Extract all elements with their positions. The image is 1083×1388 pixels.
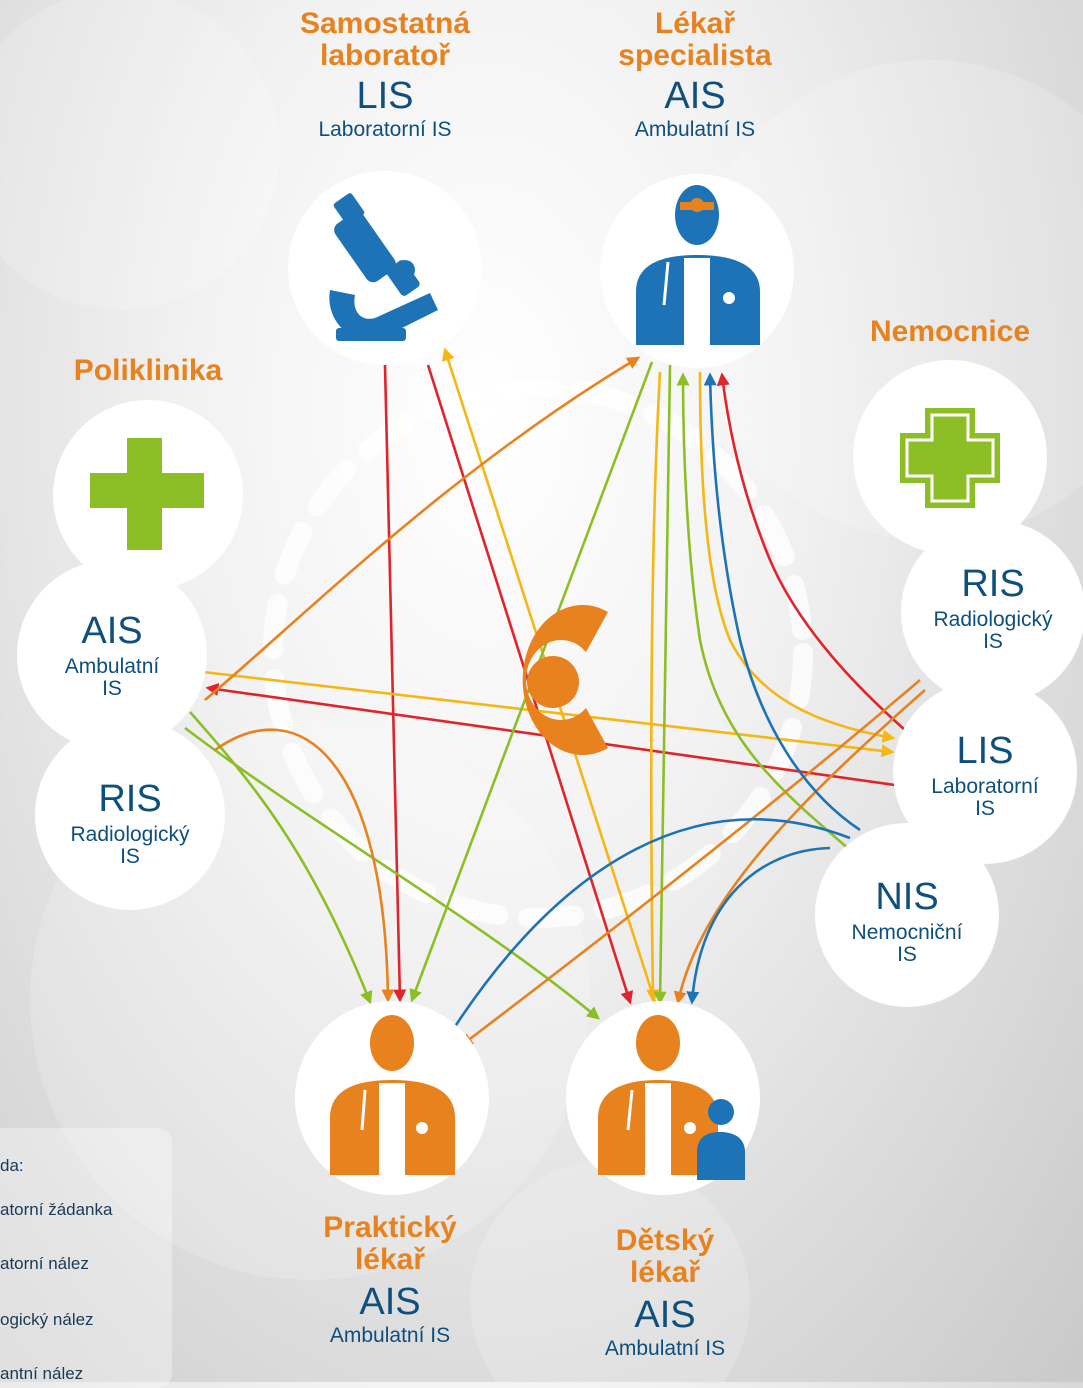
pediatrician-system: AIS — [634, 1294, 696, 1336]
specialist-label: Lékař specialista AIS Ambulatní IS — [580, 8, 810, 141]
arrow-red — [383, 364, 407, 1003]
polyclinic-ris-label: RIS Radiologický IS — [40, 778, 220, 868]
pediatrician-label: Dětský lékař AIS Ambulatní IS — [555, 1225, 775, 1360]
polyclinic-ais-system: AIS — [81, 610, 143, 652]
pediatrician-title-line1: Dětský — [615, 1224, 715, 1257]
hospital-ris-system: RIS — [961, 563, 1025, 605]
central-logo — [522, 605, 608, 755]
gp-title-line2: lékař — [354, 1242, 426, 1276]
laboratory-title-line1: Samostatná — [299, 7, 471, 40]
laboratory-system: LIS — [356, 75, 414, 117]
polyclinic-title: Poliklinika — [73, 354, 223, 387]
polyclinic-ais-circle — [17, 560, 207, 750]
hospital-cross-icon — [900, 408, 1000, 508]
pediatrician-title-line2: lékař — [629, 1255, 701, 1289]
arrow-orange — [459, 679, 921, 1047]
arrow-green — [184, 726, 601, 1020]
hospital-ris-circle — [901, 520, 1083, 704]
general-practitioner-icon — [330, 1015, 455, 1175]
hospital-nis-circle — [815, 823, 999, 1007]
arrow-green — [676, 372, 851, 851]
arrow-blue — [686, 846, 831, 1005]
gp-system: AIS — [359, 1281, 421, 1323]
arrow-yellow — [646, 371, 662, 1003]
hospital-lis-desc2: IS — [975, 796, 995, 820]
arrow-green — [189, 711, 373, 1005]
polyclinic-ris-system: RIS — [98, 778, 162, 820]
laboratory-label: Samostatná laboratoř LIS Laboratorní IS — [270, 8, 500, 141]
arrow-green — [653, 364, 672, 1005]
arrow-orange — [204, 356, 641, 701]
specialist-title-line1: Lékař — [654, 7, 736, 40]
pediatrician-icon — [598, 1015, 745, 1180]
specialist-system-desc: Ambulatní IS — [634, 117, 756, 141]
doctor-specialist-icon — [636, 185, 760, 345]
legend-item: atorní žádanka — [0, 1200, 113, 1219]
legend-title: da: — [0, 1156, 24, 1175]
specialist-title-line2: specialista — [618, 38, 772, 72]
polyclinic-cross-icon — [90, 438, 204, 550]
hospital-lis-label: LIS Laboratorní IS — [895, 730, 1075, 820]
gp-title-line1: Praktický — [323, 1211, 457, 1244]
hospital-nis-desc2: IS — [897, 942, 917, 966]
specialist-system: AIS — [664, 75, 726, 117]
hospital-lis-circle — [893, 680, 1077, 864]
arrow-orange — [673, 689, 926, 1005]
arrow-red — [716, 372, 906, 731]
hospital-lis-system: LIS — [956, 730, 1014, 772]
hospital-ris-label: RIS Radiologický IS — [903, 563, 1083, 653]
hospital-nis-label: NIS Nemocniční IS — [817, 876, 997, 966]
polyclinic-ris-desc1: Radiologický — [70, 822, 190, 846]
dashed-ring — [263, 378, 813, 928]
legend: da: atorní žádanka atorní nález ogický n… — [0, 1128, 172, 1388]
laboratory-system-desc: Laboratorní IS — [318, 117, 452, 141]
laboratory-title-line2: laboratoř — [319, 38, 451, 72]
legend-item: ogický nález — [0, 1310, 94, 1329]
gp-system-desc: Ambulatní IS — [329, 1323, 451, 1347]
polyclinic-ais-desc1: Ambulatní — [64, 654, 160, 678]
arrow-orange — [214, 728, 395, 1003]
arrow-blue — [443, 818, 851, 1045]
pediatrician-system-desc: Ambulatní IS — [604, 1336, 726, 1360]
hospital-nis-system: NIS — [875, 876, 939, 918]
gp-label: Praktický lékař AIS Ambulatní IS — [280, 1212, 500, 1347]
hospital-nis-desc1: Nemocniční — [851, 920, 963, 944]
polyclinic-ris-desc2: IS — [120, 844, 140, 868]
legend-item: atorní nález — [0, 1254, 89, 1273]
legend-item: antní nález — [0, 1364, 84, 1383]
hospital-title: Nemocnice — [869, 315, 1031, 348]
hospital-ris-desc2: IS — [983, 629, 1003, 653]
arrow-yellow — [698, 371, 896, 743]
polyclinic-ais-label: AIS Ambulatní IS — [22, 610, 202, 700]
polyclinic-ris-circle — [35, 720, 225, 910]
arrow-blue — [703, 372, 861, 832]
polyclinic-ais-desc2: IS — [102, 676, 122, 700]
microscope-icon — [329, 193, 438, 341]
hospital-ris-desc1: Radiologický — [933, 607, 1053, 631]
hospital-lis-desc1: Laboratorní — [931, 774, 1039, 798]
